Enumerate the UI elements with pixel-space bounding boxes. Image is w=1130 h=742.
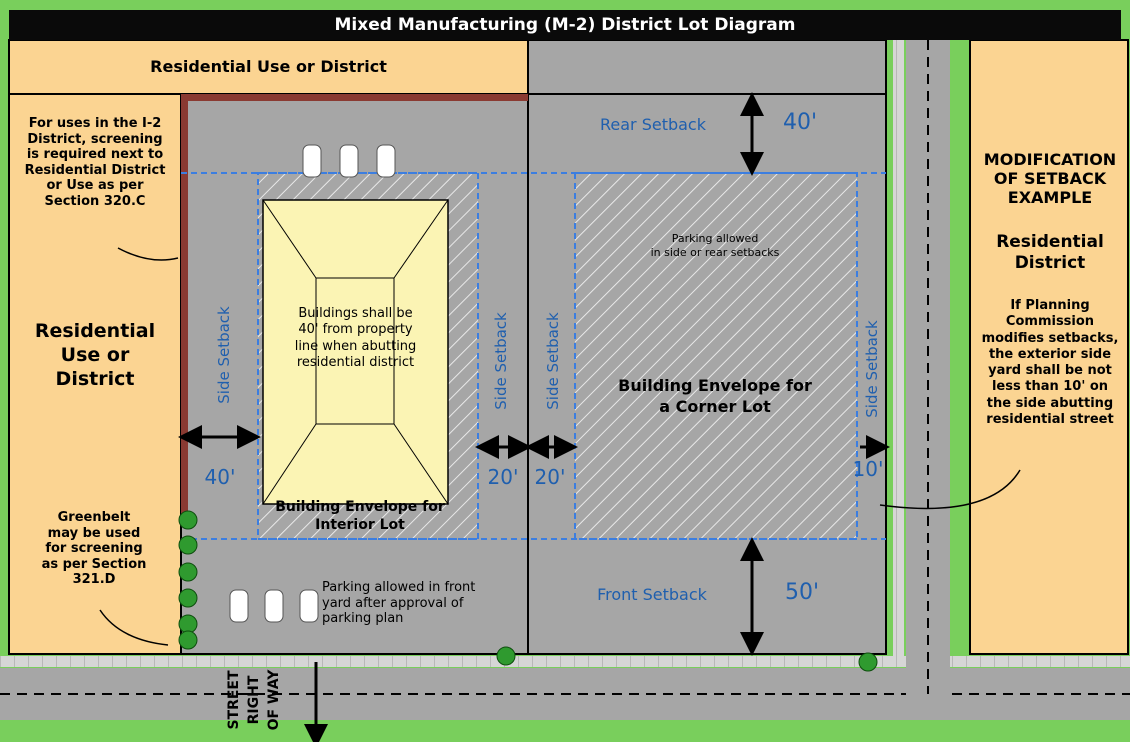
front-parking-line: parking plan	[322, 611, 404, 627]
modification-body: If Planning Commission modifies setbacks…	[970, 298, 1130, 428]
parked-cars-front	[229, 589, 319, 623]
screen-wall-left	[181, 94, 188, 514]
greenbelt-note-line: may be used	[47, 525, 141, 541]
interior-right-dim: 20'	[487, 465, 519, 489]
left-district-label: Residential Use or District	[20, 320, 170, 391]
corner-right-dim: 10'	[852, 457, 884, 481]
corner-building-envelope	[574, 172, 858, 540]
title-bar	[9, 10, 1121, 40]
modification-body-line: residential street	[986, 411, 1114, 427]
left-district-line: Residential	[34, 320, 156, 342]
road-intersection	[906, 694, 950, 720]
rear-setback-label: Rear Setback	[599, 115, 706, 134]
front-setback-dim: 50'	[784, 580, 820, 605]
diagram-title: Mixed Manufacturing (M-2) District Lot D…	[334, 15, 796, 35]
corner-envelope-label: Building Envelope for a Corner Lot	[590, 376, 840, 418]
modification-heading-line: OF SETBACK	[993, 169, 1107, 189]
modification-body-line: the exterior side	[988, 346, 1112, 362]
greenbelt-shrubs	[178, 510, 878, 672]
left-district-line: District	[55, 367, 135, 390]
parked-cars-rear	[302, 144, 396, 178]
envelope-label-line: Interior Lot	[315, 517, 405, 534]
parking-side-note: Parking allowed in side or rear setbacks	[620, 232, 810, 260]
top-band-label: Residential Use or District	[150, 57, 387, 76]
screening-note-line: District, screening	[27, 131, 163, 147]
screening-note-line: Section 320.C	[44, 193, 146, 209]
modification-heading: MODIFICATION OF SETBACK EXAMPLE	[972, 150, 1128, 208]
modification-subheading-line: Residential	[996, 232, 1104, 252]
front-sidewalk	[0, 656, 1130, 667]
modification-heading-line: EXAMPLE	[1007, 188, 1093, 208]
residential-right-parcel	[969, 39, 1129, 655]
left-district-line: Use or	[60, 343, 130, 366]
screening-note-line: is required next to	[26, 147, 164, 163]
side-sidewalk	[893, 40, 904, 656]
greenbelt-note-line: as per Section	[41, 556, 147, 572]
corner-left-dim: 20'	[534, 465, 566, 489]
screening-note: For uses in the I-2 District, screening …	[10, 116, 180, 210]
building-note-line: 40' from property	[298, 322, 413, 338]
modification-body-line: yard shall be not	[988, 363, 1112, 378]
screening-note-line: or Use as per	[46, 178, 144, 194]
greenbelt-note-line: 321.D	[72, 572, 116, 588]
modification-subheading: Residential District	[972, 232, 1128, 275]
of-way-label: OF WAY	[266, 669, 282, 731]
screening-note-line: For uses in the I-2	[28, 116, 162, 131]
building-note-line: Buildings shall be	[298, 306, 413, 321]
modification-body-line: less than 10' on	[991, 379, 1109, 395]
corner-side-setback-left: Side Setback	[544, 312, 562, 410]
corner-envelope-line: a Corner Lot	[659, 396, 771, 416]
modification-body-line: Commission	[1005, 314, 1095, 330]
interior-side-setback-right: Side Setback	[492, 312, 510, 410]
residential-left-parcel	[8, 93, 182, 655]
interior-building-note: Buildings shall be 40' from property lin…	[268, 306, 443, 371]
modification-body-line: the side abutting	[986, 395, 1114, 411]
front-parking-note: Parking allowed in front yard after appr…	[322, 580, 522, 627]
dimension-arrows	[178, 92, 890, 742]
parking-side-note-line: in side or rear setbacks	[650, 245, 780, 259]
building-note-line: residential district	[296, 354, 415, 370]
front-parking-line: yard after approval of	[322, 595, 464, 611]
right-label: RIGHT	[246, 675, 262, 725]
corner-envelope-line: Building Envelope for	[618, 376, 812, 395]
building-roof-ridge	[315, 277, 395, 425]
rear-setback-dim: 40'	[782, 110, 818, 135]
front-setback-label: Front Setback	[597, 585, 707, 604]
greenbelt-note-line: for screening	[45, 541, 143, 557]
interior-side-setback-left: Side Setback	[215, 306, 233, 404]
envelope-label-line: Building Envelope for	[275, 499, 445, 515]
leader-lines	[99, 247, 1021, 646]
interior-envelope-label: Building Envelope for Interior Lot	[240, 498, 480, 534]
residential-top-band	[8, 39, 529, 95]
greenbelt-note-line: Greenbelt	[57, 510, 131, 525]
interior-left-dim: 40'	[204, 465, 236, 489]
modification-body-line: If Planning	[1010, 298, 1090, 313]
greenbelt-note: Greenbelt may be used for screening as p…	[14, 510, 174, 588]
modification-body-line: modifies setbacks,	[981, 330, 1119, 346]
street-label: STREET	[226, 670, 242, 730]
parking-side-note-line: Parking allowed	[671, 232, 759, 245]
modification-heading-line: MODIFICATION	[983, 150, 1117, 169]
screen-wall-top	[181, 94, 528, 101]
building-note-line: line when abutting	[294, 338, 417, 354]
front-parking-line: Parking allowed in front	[322, 580, 476, 595]
corner-side-setback-right: Side Setback	[863, 320, 881, 418]
screening-note-line: Residential District	[24, 162, 166, 178]
modification-subheading-line: District	[1014, 253, 1086, 274]
